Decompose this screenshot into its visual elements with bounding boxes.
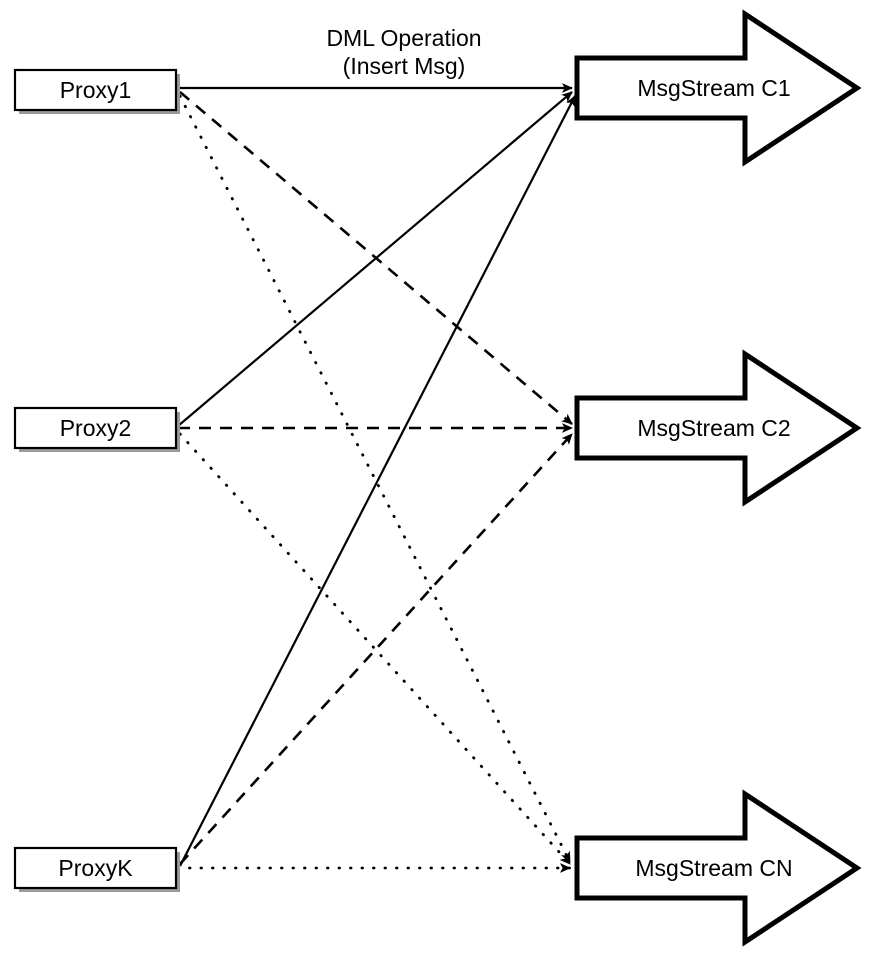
edge-caption-line1: DML Operation — [326, 25, 481, 51]
msgstream-c2-arrow-icon[interactable] — [574, 349, 862, 507]
proxy-node-proxy2[interactable]: Proxy2 — [13, 406, 180, 452]
link-layer — [176, 83, 576, 873]
proxy2-label: Proxy2 — [60, 415, 132, 441]
proxy-node-proxy1[interactable]: Proxy1 — [13, 68, 180, 114]
proxyk-box[interactable] — [13, 846, 178, 890]
proxy-node-proxyk[interactable]: ProxyK — [13, 846, 180, 892]
link-proxyk-to-c1 — [179, 95, 576, 867]
link-proxy1-to-cn — [178, 94, 572, 864]
msgstream-cn-label: MsgStream CN — [635, 855, 792, 881]
link-proxyk-to-c2 — [179, 433, 573, 865]
proxy1-label: Proxy1 — [60, 77, 132, 103]
proxy2-box[interactable] — [13, 406, 178, 450]
msgstream-c1-label: MsgStream C1 — [637, 75, 790, 101]
edge-caption-line2: (Insert Msg) — [343, 53, 466, 79]
msgstream-c2-label: MsgStream C2 — [637, 415, 790, 441]
edge-caption: DML Operation (Insert Msg) — [326, 25, 481, 79]
proxyk-label: ProxyK — [58, 855, 133, 881]
link-proxy2-to-cn — [178, 432, 572, 866]
proxy1-box[interactable] — [13, 68, 178, 112]
msgstream-node-c2[interactable]: MsgStream C2 — [574, 349, 862, 507]
link-proxy2-to-c1 — [177, 91, 573, 427]
msgstream-c1-arrow-icon[interactable] — [574, 9, 862, 167]
msgstream-cn-arrow-icon[interactable] — [574, 789, 862, 947]
link-proxy1-to-c2 — [179, 91, 573, 425]
msgstream-node-cn[interactable]: MsgStream CN — [574, 789, 862, 947]
msgstream-node-c1[interactable]: MsgStream C1 — [574, 9, 862, 167]
